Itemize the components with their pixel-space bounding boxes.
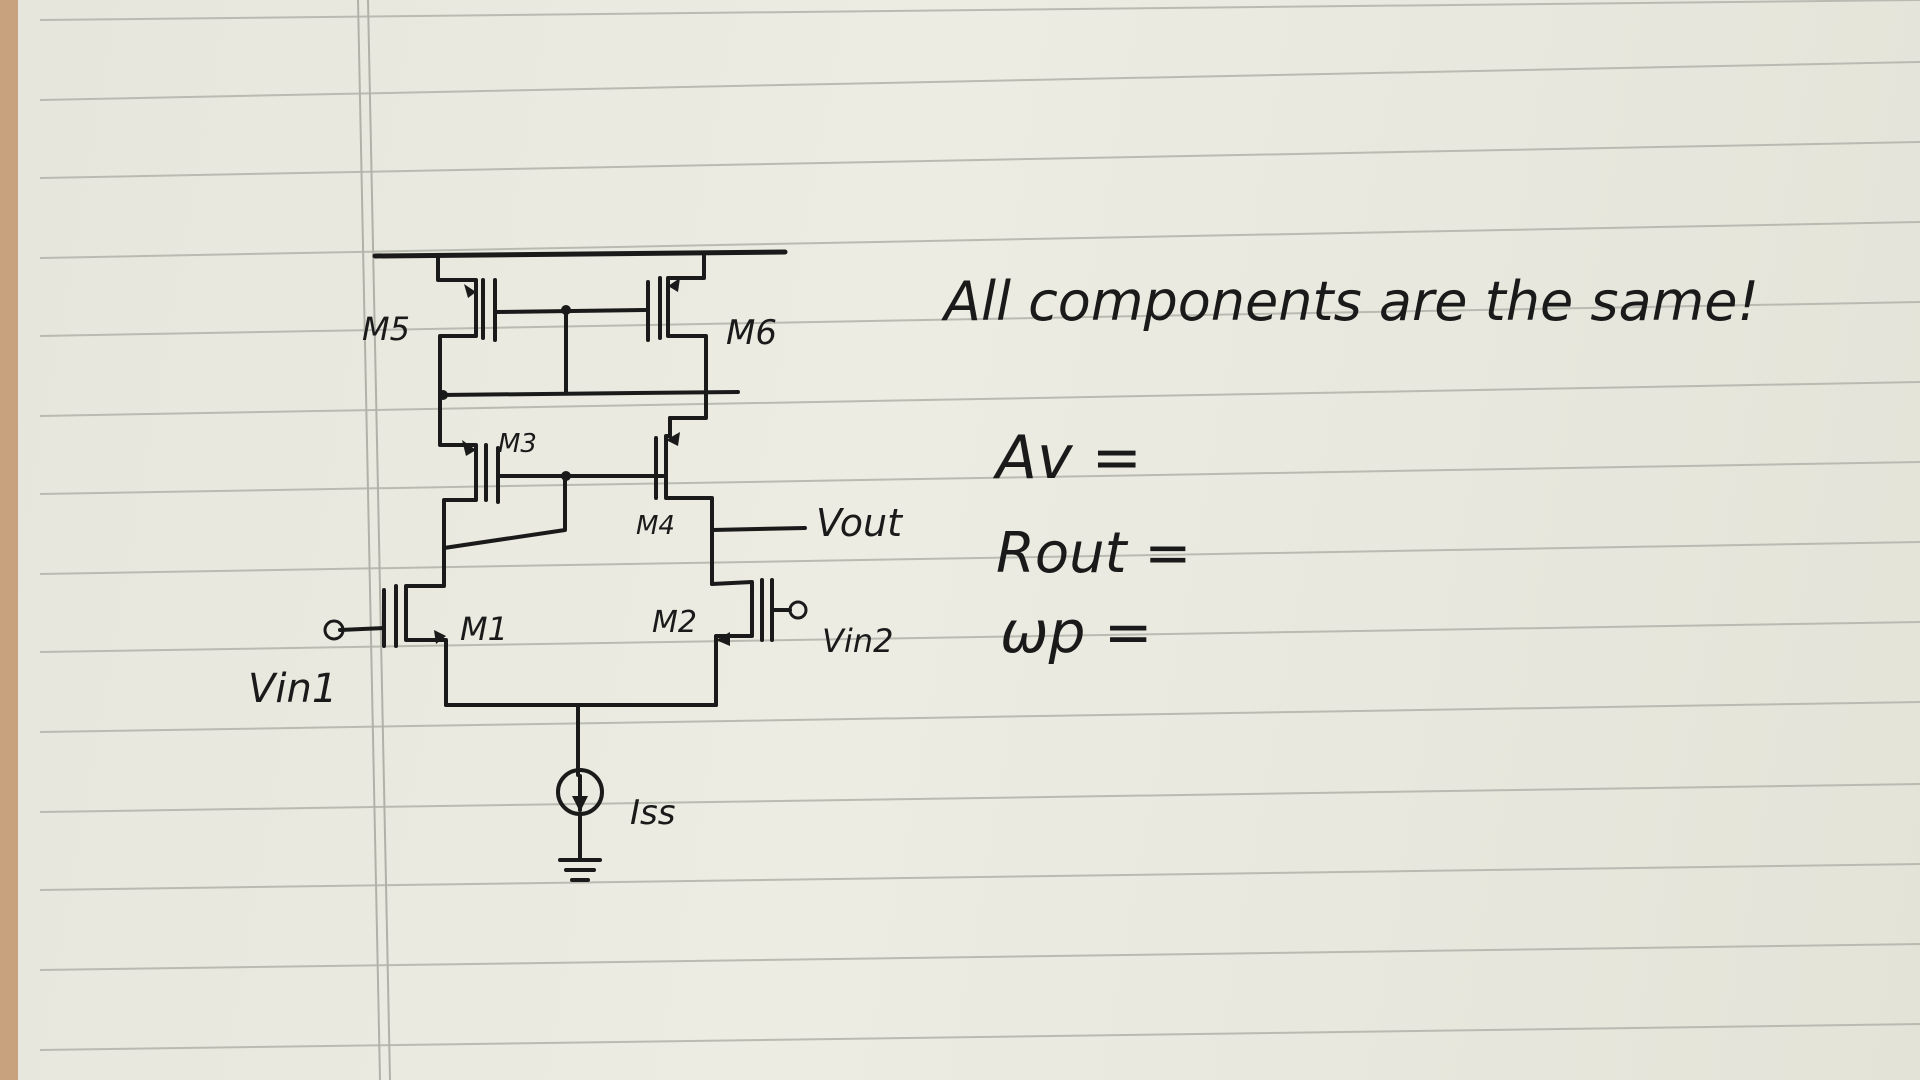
label-m4: M4: [636, 511, 675, 541]
circuit-labels: M5 M6 M3 M4 M1 M2 Vout Vin1 Vin2 Iss: [248, 310, 904, 833]
circuit-diagram: [323, 249, 808, 882]
transistor-m3: [438, 305, 665, 550]
vout-wire: [710, 526, 807, 532]
vdd-rail: [372, 249, 788, 259]
equation-av: Av =: [992, 423, 1142, 493]
label-iss: Iss: [630, 793, 675, 833]
current-source-iss: [556, 768, 604, 860]
margin-lines: [357, 0, 391, 1080]
label-m2: M2: [652, 605, 697, 640]
page-drawing: M5 M6 M3 M4 M1 M2 Vout Vin1 Vin2 Iss All…: [39, 0, 1920, 1080]
transistor-m2: [710, 578, 808, 707]
notes-heading: All components are the same!: [941, 270, 1759, 333]
ground-symbol: [558, 858, 602, 882]
label-m1: M1: [460, 610, 508, 648]
label-m5: M5: [362, 310, 410, 348]
label-vin2: Vin2: [822, 622, 893, 660]
label-vout: Vout: [816, 501, 904, 545]
equation-wp: ωp =: [1000, 598, 1152, 666]
transistor-m1: [323, 546, 448, 707]
ruled-lines: [39, 0, 1920, 1051]
label-m6: M6: [726, 313, 777, 353]
label-vin1: Vin1: [248, 666, 337, 712]
notes: All components are the same! Av = Rout =…: [941, 270, 1759, 666]
equation-rout: Rout =: [996, 521, 1191, 586]
label-m3: M3: [498, 429, 537, 459]
transistor-m4: [654, 416, 714, 586]
notebook-page: M5 M6 M3 M4 M1 M2 Vout Vin1 Vin2 Iss All…: [18, 0, 1920, 1080]
transistor-m6: [646, 254, 708, 420]
